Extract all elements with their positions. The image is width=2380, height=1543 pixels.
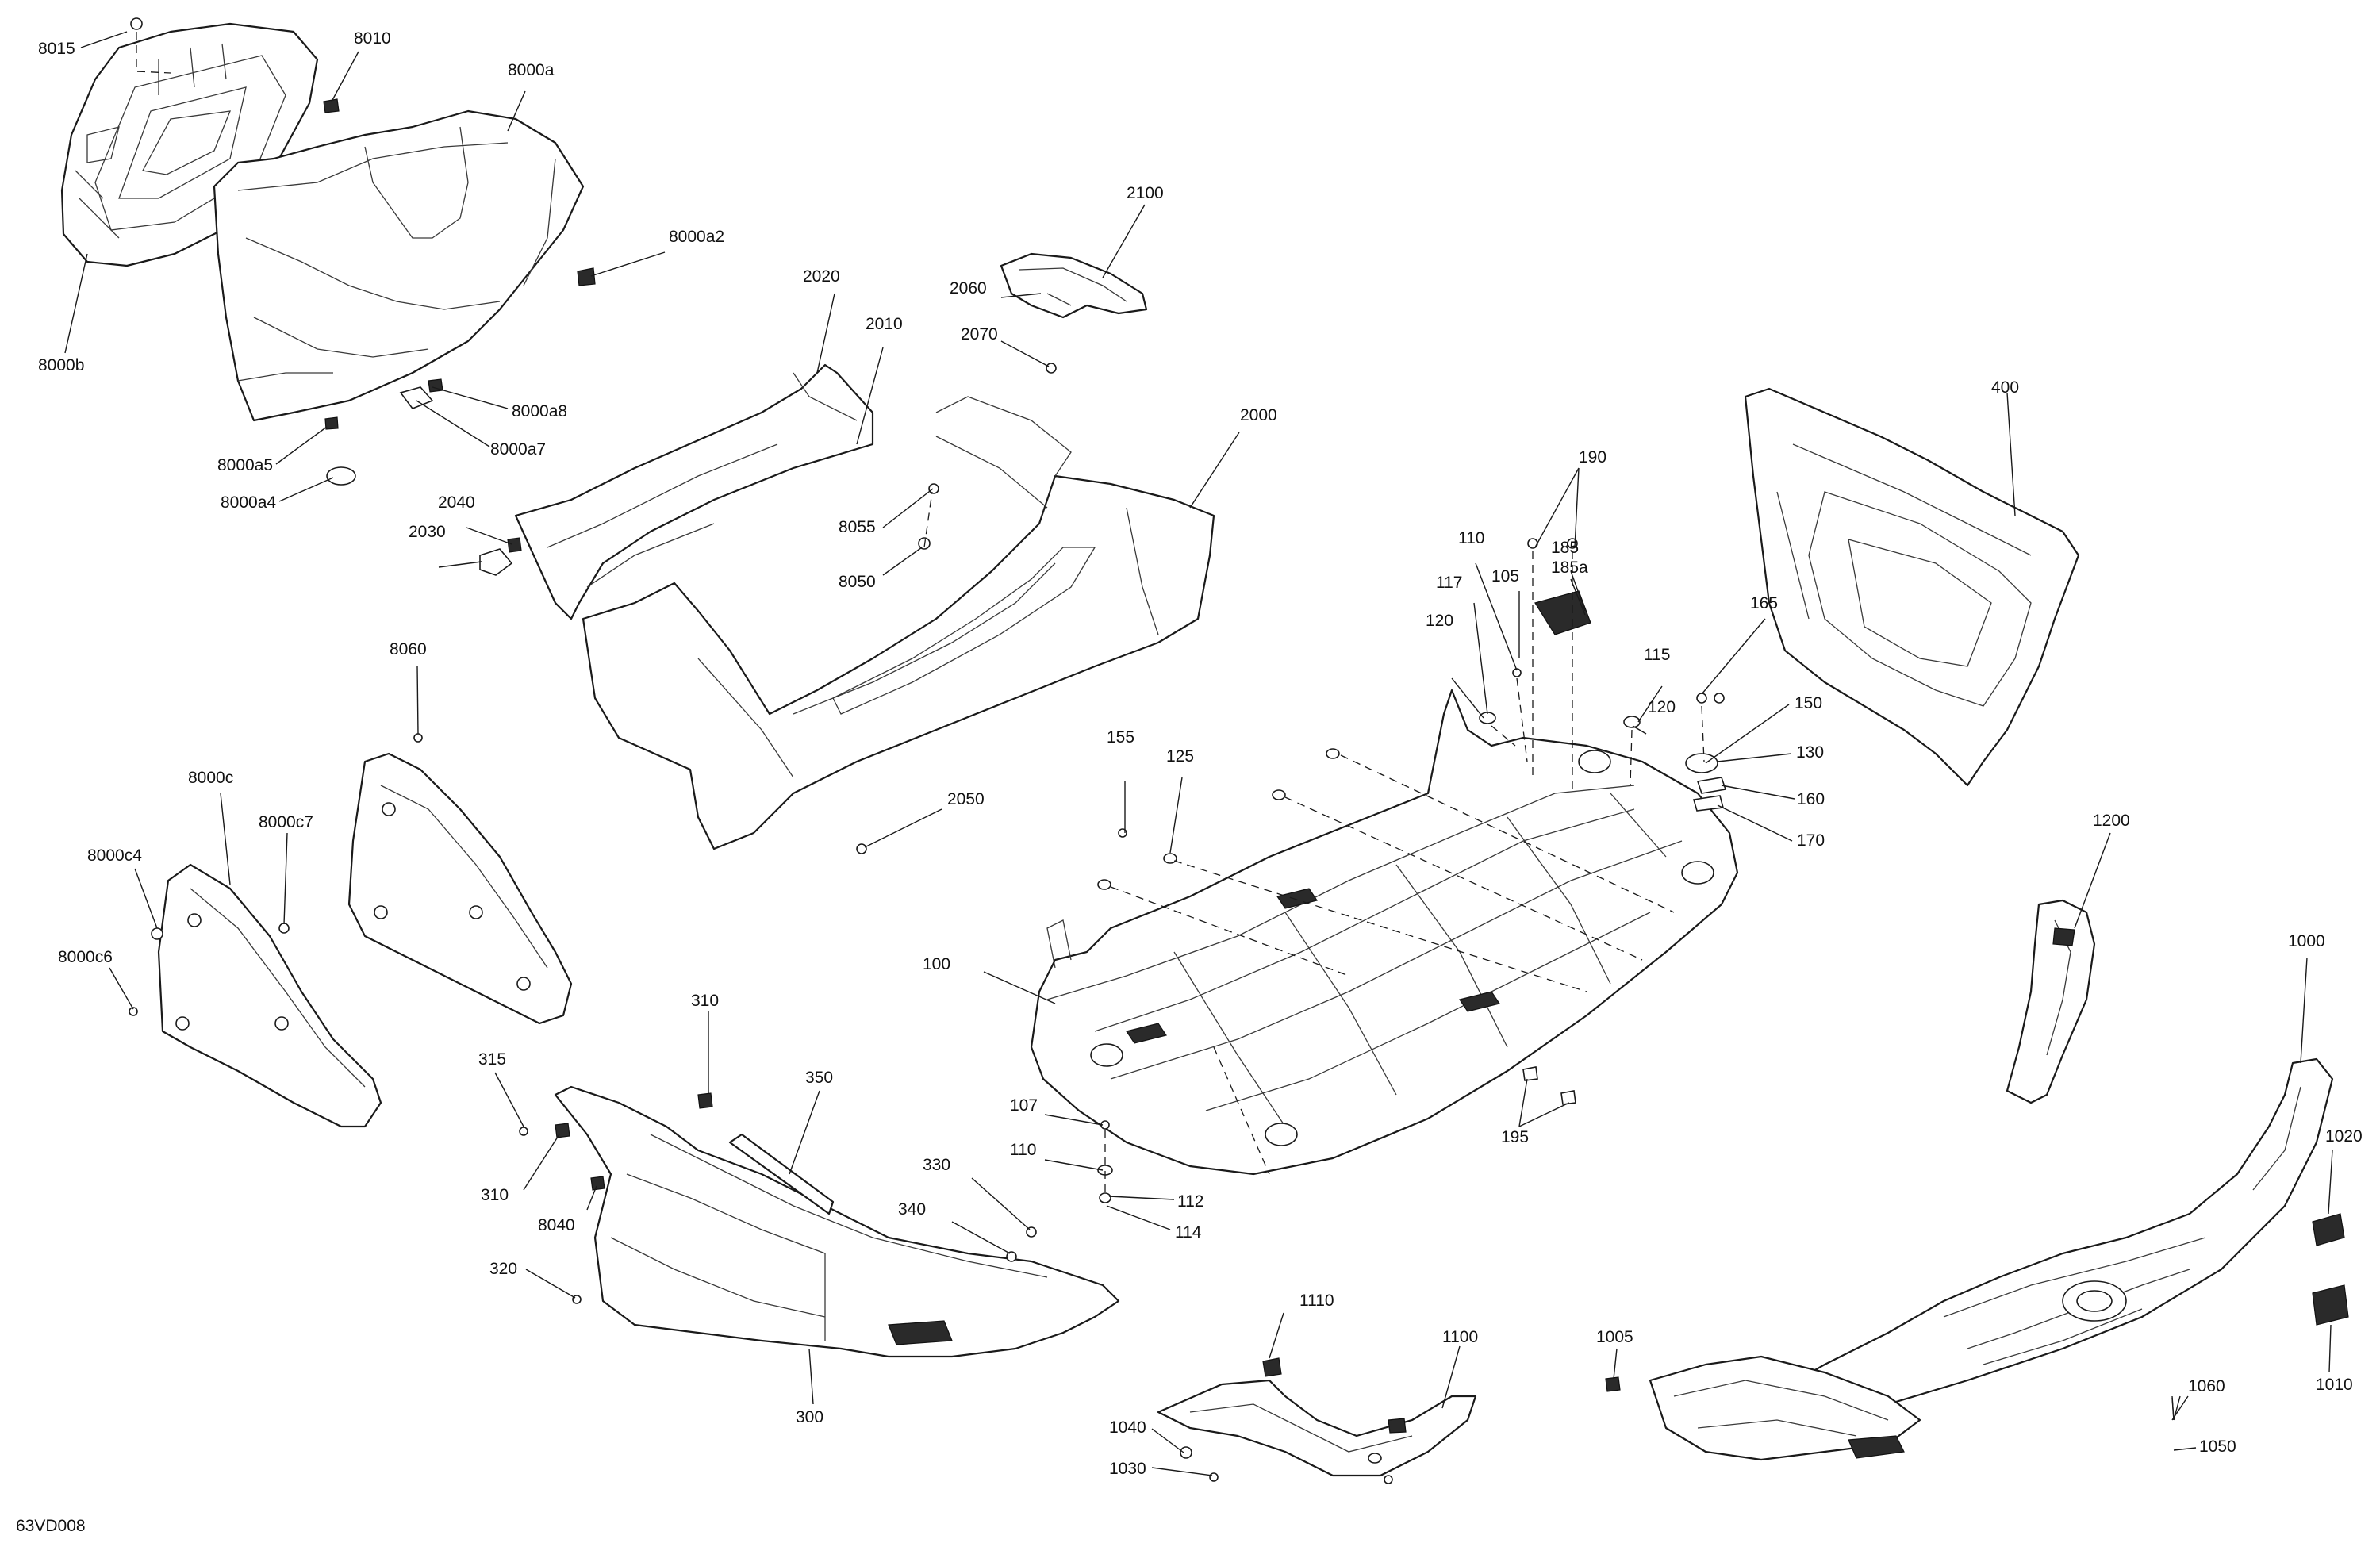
callout-1020: 1020 (2325, 1127, 2363, 1146)
callout-110-upper: 110 (1458, 529, 1484, 547)
callout-8050: 8050 (839, 573, 876, 591)
callout-8000c7: 8000c7 (259, 813, 313, 831)
callout-8000a7: 8000a7 (490, 440, 546, 459)
callout-1100: 1100 (1442, 1328, 1478, 1346)
callout-340: 340 (898, 1200, 926, 1219)
callout-114: 114 (1175, 1223, 1202, 1242)
callout-8055: 8055 (839, 518, 876, 536)
part-100-floor-pan (1030, 689, 1739, 1176)
part-300-lower-housing (554, 1085, 1120, 1358)
callout-8000a4: 8000a4 (221, 493, 276, 512)
callout-195: 195 (1501, 1128, 1529, 1146)
callout-310-upper: 310 (691, 992, 719, 1010)
part-1100-lower-trim (1157, 1379, 1477, 1477)
callout-320: 320 (489, 1260, 517, 1278)
callout-1050: 1050 (2199, 1437, 2236, 1456)
callout-155: 130 (1796, 743, 1824, 762)
callout-8015: 8015 (38, 40, 75, 58)
part-8000a-console-cover (213, 109, 585, 422)
diagram-reference-code: 63VD008 (16, 1517, 86, 1535)
callout-8000c: 8000c (188, 769, 233, 787)
part-400-side-panel (1744, 387, 2080, 787)
callout-105: 105 (1491, 567, 1519, 585)
callout-100: 100 (923, 955, 950, 973)
callout-8000a5: 8000a5 (217, 456, 273, 474)
callout-2100: 2100 (1127, 184, 1164, 202)
callout-400: 400 (1991, 378, 2019, 397)
callout-labels: 8015 8010 8000a 8000a2 8000b 8000a8 8000… (16, 29, 2363, 1535)
callout-120-lower: 120 (1648, 698, 1676, 716)
part-8060-panel (347, 752, 573, 1025)
callout-2020: 2020 (803, 267, 840, 286)
callout-1200: 1200 (2093, 812, 2130, 830)
callout-8000b: 8000b (38, 356, 84, 374)
callout-170: 170 (1797, 831, 1825, 850)
callout-2030: 2030 (409, 523, 446, 541)
hardware-fasteners (129, 17, 1727, 1484)
callout-165: 165 (1750, 594, 1778, 612)
callout-8000a2: 8000a2 (669, 228, 724, 246)
callout-112: 112 (1177, 1192, 1203, 1211)
callout-2070: 2070 (961, 325, 998, 344)
callout-2000: 2000 (1240, 406, 1277, 424)
part-2010-side-panel (514, 363, 874, 620)
callout-8040: 8040 (538, 1216, 575, 1234)
callout-8000c6: 8000c6 (58, 948, 113, 966)
part-1020-reflector (2312, 1213, 2345, 1246)
callout-8000c4: 8000c4 (87, 846, 142, 865)
callout-1060: 1060 (2188, 1377, 2225, 1395)
callout-8000a: 8000a (508, 61, 555, 79)
callout-160: 160 (1797, 790, 1825, 808)
part-2000-center-console (582, 396, 1215, 850)
callout-150: 150 (1795, 694, 1822, 712)
part-350-trim-strip (728, 1133, 835, 1215)
part-1000-front-fascia (1744, 1057, 2334, 1430)
callout-350: 350 (805, 1069, 833, 1087)
callout-185: 185 (1551, 539, 1579, 557)
callout-2040: 2040 (438, 493, 475, 512)
callout-130: 125 (1166, 747, 1194, 766)
callout-125: 155 (1107, 728, 1134, 747)
callout-1010: 1010 (2316, 1376, 2353, 1394)
callout-2060: 2060 (950, 279, 987, 297)
callout-1005: 1005 (1596, 1328, 1633, 1346)
alignment-lines (136, 32, 1705, 1194)
callout-2010: 2010 (866, 315, 903, 333)
callout-185a: 185a (1551, 558, 1588, 577)
part-1200-pillar (2006, 899, 2096, 1104)
callout-8060: 8060 (390, 640, 427, 658)
callout-1040: 1040 (1109, 1418, 1146, 1437)
part-8000c-left-panel (157, 863, 382, 1128)
part-1110-clip (1262, 1357, 1282, 1377)
callout-190: 190 (1579, 448, 1606, 466)
callout-117: 117 (1436, 574, 1462, 592)
callout-120-upper: 120 (1426, 612, 1453, 630)
callout-1030: 1030 (1109, 1460, 1146, 1478)
part-1010-reflector (2312, 1284, 2349, 1326)
callout-8010: 8010 (354, 29, 391, 48)
leader-lines (64, 31, 2333, 1476)
callout-115: 115 (1644, 646, 1670, 664)
callout-330: 330 (923, 1156, 950, 1174)
callout-1110: 1110 (1299, 1292, 1334, 1310)
callout-2050: 2050 (947, 790, 985, 808)
callout-315: 315 (478, 1050, 506, 1069)
part-2100-bracket (1000, 252, 1148, 319)
part-1005-lower-grille (1649, 1355, 1921, 1461)
callout-107: 107 (1010, 1096, 1038, 1115)
callout-300: 300 (796, 1408, 823, 1426)
callout-310-lower: 310 (481, 1186, 509, 1204)
callout-110-lower: 110 (1010, 1141, 1036, 1159)
callout-8000a8: 8000a8 (512, 402, 567, 420)
callout-1000: 1000 (2288, 932, 2325, 950)
